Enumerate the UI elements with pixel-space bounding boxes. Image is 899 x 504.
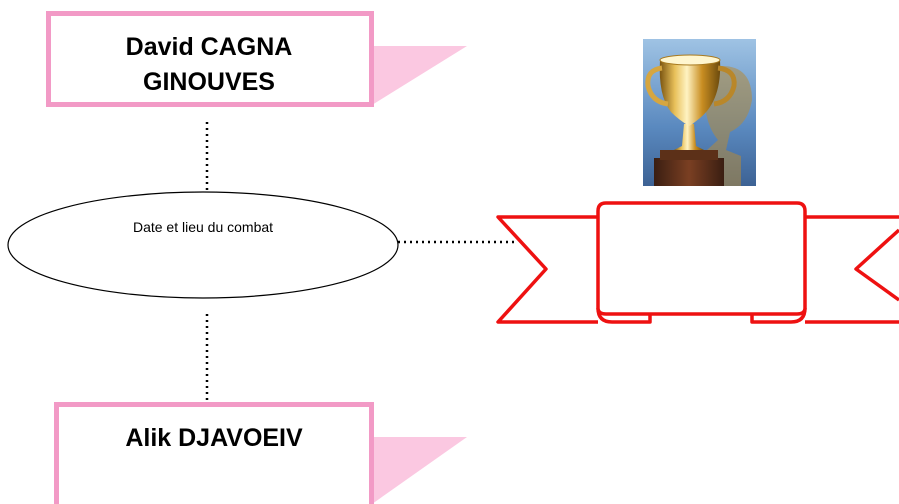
fighter-bottom-name: Alik DJAVOEIV (125, 424, 303, 452)
event-label: Date et lieu du combat (133, 219, 273, 235)
event-ellipse (7, 191, 399, 299)
trophy-icon (643, 39, 756, 186)
banner-center-panel (596, 201, 807, 316)
banner-right-tail (805, 215, 899, 324)
fighter-top-name-line2: GINOUVES (143, 68, 275, 96)
fighter-top-card-shadow (372, 46, 467, 105)
fighter-top-name-line1: David CAGNA (126, 33, 293, 61)
fighter-bottom-card-shadow (372, 437, 467, 504)
winner-banner (496, 201, 899, 324)
event-node: Date et lieu du combat (7, 191, 399, 299)
fighter-bottom-card-box (54, 402, 374, 504)
banner-left-tail (496, 215, 598, 324)
fighter-top-card: David CAGNA GINOUVES (46, 11, 467, 107)
fighter-top-card-box (46, 11, 374, 107)
fighter-bottom-card: Alik DJAVOEIV (54, 402, 467, 504)
